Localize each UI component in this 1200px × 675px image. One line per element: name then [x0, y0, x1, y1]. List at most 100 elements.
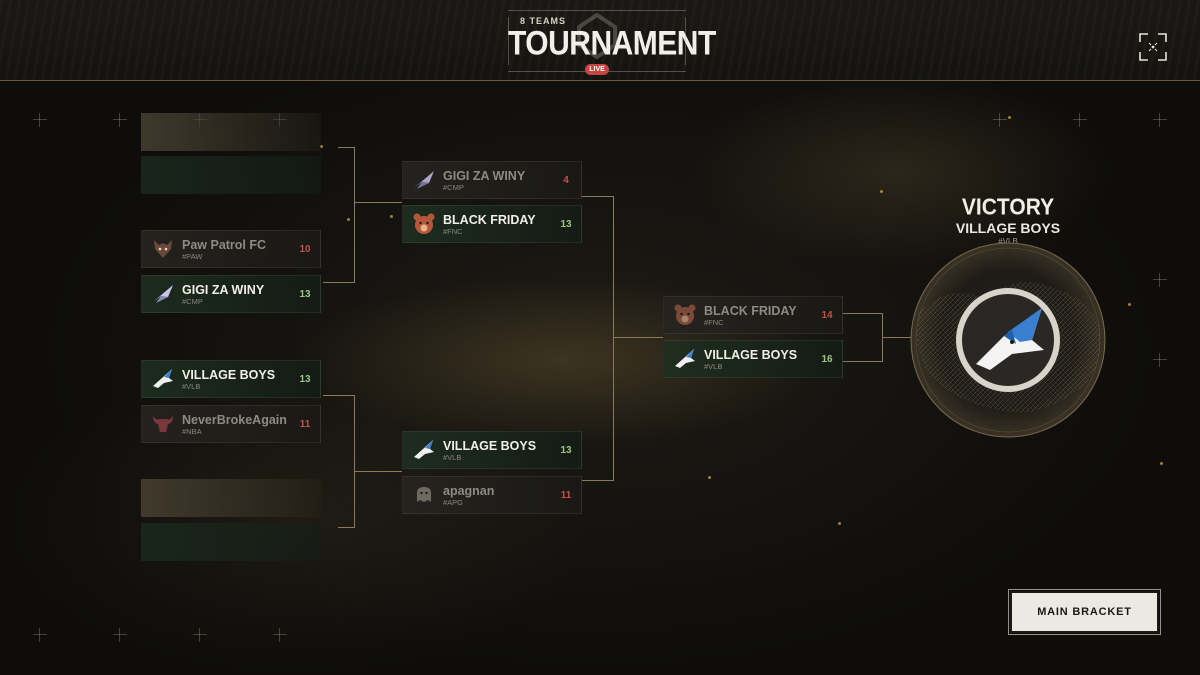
match-slot-paw-patrol-fc[interactable]: Paw Patrol FC #PAW 10 [141, 230, 321, 268]
bracket-line [843, 313, 883, 314]
expand-button[interactable] [1138, 32, 1168, 62]
crosshair-decoration [993, 113, 1007, 127]
crosshair-decoration [33, 628, 47, 642]
spark [1008, 116, 1011, 119]
header-bar: 8 TEAMS TOURNAMENT LIVE [0, 0, 1200, 81]
match-slot-village-boys[interactable]: VILLAGE BOYS #VLB 13 [402, 431, 582, 469]
team-tag: #VLB [182, 381, 201, 391]
crosshair-decoration [273, 628, 287, 642]
spark [320, 145, 323, 148]
empty-slot [141, 479, 321, 517]
team-tag: #NBA [182, 426, 202, 436]
fox-logo-icon [150, 236, 176, 262]
champion-team-name: VILLAGE BOYS [955, 220, 1061, 236]
champion-team-tag: #VLB [998, 237, 1018, 246]
crosshair-decoration [193, 628, 207, 642]
team-score: 10 [299, 243, 311, 255]
team-name: GIGI ZA WINY [182, 282, 265, 297]
spark [347, 218, 350, 221]
team-tag: #CMP [182, 296, 203, 306]
bracket-line [582, 480, 614, 481]
spark [1160, 462, 1163, 465]
team-name: BLACK FRIDAY [443, 212, 536, 227]
crosshair-decoration [113, 113, 127, 127]
team-score: 13 [560, 218, 572, 230]
empty-slot [141, 156, 321, 194]
bracket-line [843, 361, 883, 362]
team-tag: #CMP [443, 182, 464, 192]
team-score: 4 [563, 174, 569, 186]
spark [390, 215, 393, 218]
crosshair-decoration [1153, 113, 1167, 127]
bracket-line [582, 196, 614, 197]
match-slot-black-friday[interactable]: BLACK FRIDAY #FNC 14 [663, 296, 843, 334]
team-score: 13 [299, 288, 311, 300]
bracket-line [338, 147, 355, 148]
champion-trophy [908, 240, 1108, 440]
team-score: 13 [299, 373, 311, 385]
team-name: NeverBrokeAgain [182, 412, 287, 427]
team-tag: #PAW [182, 251, 203, 261]
main-bracket-button[interactable]: MAIN BRACKET [1008, 589, 1161, 635]
bracket-line [354, 395, 355, 528]
match-slot-gigi-za-winy[interactable]: GIGI ZA WINY #CMP 4 [402, 161, 582, 199]
spark [1128, 303, 1131, 306]
bear-logo-icon [411, 211, 437, 237]
team-score: 13 [560, 444, 572, 456]
bracket-line [613, 196, 614, 481]
bracket-line [323, 282, 355, 283]
wolf-logo-icon [976, 308, 1044, 370]
wolf-logo-icon [411, 437, 437, 463]
victory-title: VICTORY [961, 194, 1055, 221]
team-name: VILLAGE BOYS [182, 367, 276, 382]
spark [880, 190, 883, 193]
team-count-label: 8 TEAMS [520, 16, 567, 26]
spark [708, 476, 711, 479]
bracket-line [354, 147, 355, 283]
crosshair-decoration [1153, 273, 1167, 287]
match-slot-gigi-za-winy[interactable]: GIGI ZA WINY #CMP 13 [141, 275, 321, 313]
bracket-line [883, 337, 911, 338]
team-name: Paw Patrol FC [182, 237, 267, 252]
match-slot-neverbrokeagain[interactable]: NeverBrokeAgain #NBA 11 [141, 405, 321, 443]
arrow-logo-icon [411, 167, 437, 193]
team-name: VILLAGE BOYS [704, 347, 798, 362]
wolf-logo-icon [150, 366, 176, 392]
bracket-line [882, 313, 883, 362]
team-score: 16 [821, 353, 833, 365]
crosshair-decoration [113, 628, 127, 642]
team-score: 11 [560, 489, 572, 501]
arrow-logo-icon [150, 281, 176, 307]
bracket-line [614, 337, 663, 338]
expand-icon [1139, 33, 1167, 61]
team-tag: #APG [443, 497, 464, 507]
tournament-title-frame: 8 TEAMS TOURNAMENT LIVE [508, 10, 716, 75]
team-name: BLACK FRIDAY [704, 303, 797, 318]
match-slot-black-friday[interactable]: BLACK FRIDAY #FNC 13 [402, 205, 582, 243]
emblem-icon [577, 13, 617, 59]
empty-slot [141, 523, 321, 561]
bracket-line [355, 471, 402, 472]
wolf-logo-icon [672, 346, 698, 372]
match-slot-village-boys[interactable]: VILLAGE BOYS #VLB 13 [141, 360, 321, 398]
match-slot-apagnan[interactable]: apagnan #APG 11 [402, 476, 582, 514]
team-tag: #VLB [443, 452, 462, 462]
crosshair-decoration [1153, 353, 1167, 367]
page-title: TOURNAMENT [508, 24, 716, 63]
team-score: 14 [821, 309, 833, 321]
bracket-line [338, 527, 355, 528]
bracket-line [323, 395, 355, 396]
ghost-logo-icon [411, 482, 437, 508]
team-name: apagnan [443, 483, 495, 498]
bracket-line [355, 202, 402, 203]
empty-slot [141, 113, 321, 151]
bear-logo-icon [672, 302, 698, 328]
spark [838, 522, 841, 525]
team-name: GIGI ZA WINY [443, 168, 526, 183]
bull-logo-icon [150, 411, 176, 437]
crosshair-decoration [33, 113, 47, 127]
team-tag: #VLB [704, 361, 723, 371]
crosshair-decoration [1073, 113, 1087, 127]
match-slot-village-boys[interactable]: VILLAGE BOYS #VLB 16 [663, 340, 843, 378]
team-score: 11 [299, 418, 311, 430]
